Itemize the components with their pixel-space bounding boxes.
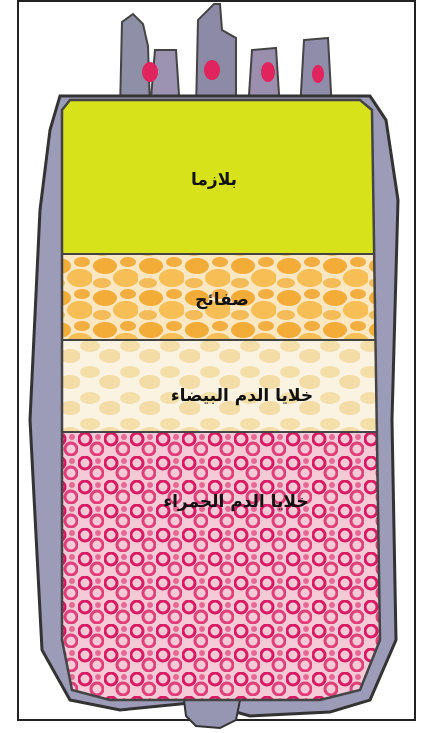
plasma-label: بلازما	[191, 170, 237, 190]
bag-bottom-port	[184, 700, 240, 728]
red-cells-layer	[40, 432, 400, 702]
platelets-label: صفائح	[195, 290, 249, 310]
white-cells-label: خلايا الدم البيضاء	[171, 386, 313, 406]
red-cells-label: خلايا الدم الحمراء	[163, 492, 308, 512]
bag-ports	[120, 4, 332, 110]
